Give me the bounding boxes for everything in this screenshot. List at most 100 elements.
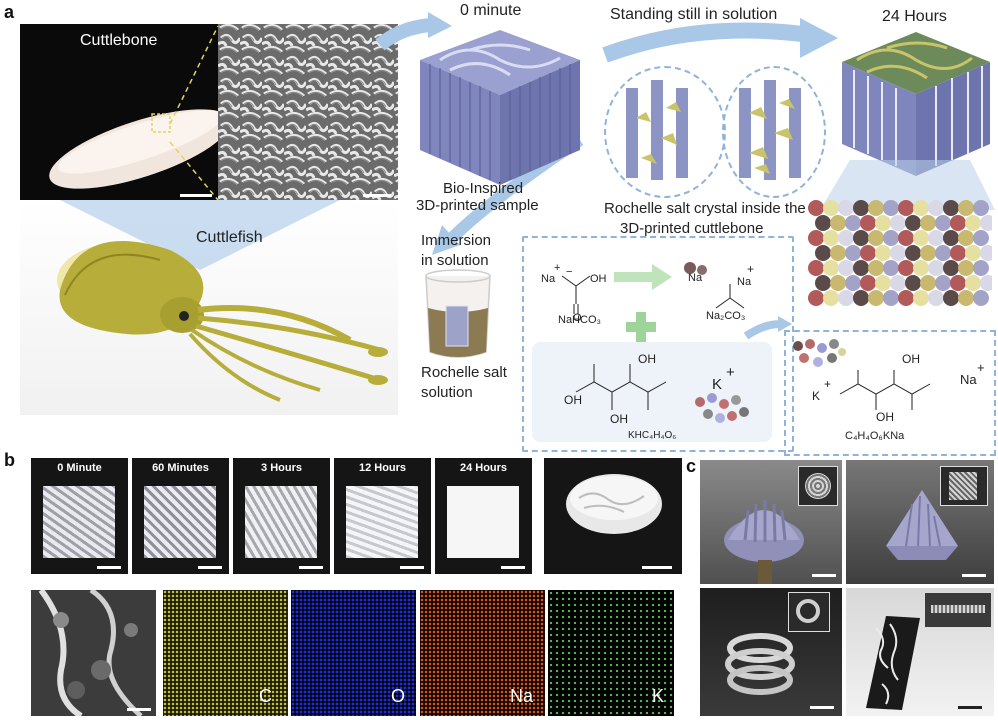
khc4h4o6-formula: KHC₄H₄O₆: [628, 430, 677, 441]
lattice-atom: [965, 245, 981, 261]
lattice-atom: [913, 230, 929, 246]
hours-24-label: 24 Hours: [882, 8, 947, 25]
lattice-atom: [973, 200, 989, 216]
lattice-atom: [875, 215, 891, 231]
lattice-atom: [838, 230, 854, 246]
zoom-projection: [820, 160, 995, 210]
lattice-atom: [958, 290, 974, 306]
lattice-atom: [913, 290, 929, 306]
lattice-atom: [823, 200, 839, 216]
lattice-atom: [965, 275, 981, 291]
lattice-atom: [890, 215, 906, 231]
scale-bar: [299, 566, 323, 569]
reaction-lower-panel: [532, 342, 772, 442]
lattice-atom: [823, 230, 839, 246]
sheet-print-photo: [846, 588, 994, 716]
product-k-plus: +: [824, 377, 832, 391]
eds-map-k: K: [548, 590, 674, 716]
lattice-atom: [950, 275, 966, 291]
lattice-atom: [845, 275, 861, 291]
lattice-atom: [823, 260, 839, 276]
lattice-atom: [913, 260, 929, 276]
eds-label: O: [391, 686, 406, 706]
sample-square: [245, 486, 317, 558]
spiral-print-photo: [700, 588, 842, 716]
crystal-zoom-circle-1: [604, 66, 726, 198]
lattice-atom: [935, 215, 951, 231]
khc4h4o6-structure: [575, 364, 667, 410]
panel-a-letter: a: [4, 2, 15, 22]
zoom-connector-lines: [169, 25, 219, 201]
na2co3-formula: Na₂CO₃: [706, 310, 746, 322]
lattice-atom: [815, 245, 831, 261]
dome-print-photo: [700, 460, 842, 584]
lattice-atom: [845, 215, 861, 231]
lattice-atom: [935, 245, 951, 261]
lattice-atom: [830, 245, 846, 261]
product-structure: [839, 370, 931, 410]
immersion-label-1: Immersion: [421, 232, 492, 249]
eds-sem-tile: [31, 590, 156, 716]
product-na: Na: [960, 372, 977, 387]
nahco3-o-minus: −: [566, 266, 573, 278]
timelapse-label: 0 Minute: [57, 462, 102, 474]
lattice-atom: [868, 290, 884, 306]
immersion-label-2: in solution: [421, 252, 489, 269]
lattice-atom: [883, 230, 899, 246]
lattice-atom: [958, 260, 974, 276]
rochelle-solution-label-1: Rochelle salt: [421, 364, 507, 381]
eds-label: Na: [510, 686, 534, 706]
product-molecule-model: [793, 339, 846, 367]
lattice-atom: [808, 260, 824, 276]
lattice-atom: [943, 200, 959, 216]
product-box: [784, 330, 996, 456]
beaker-icon: [425, 269, 491, 358]
lattice-atom: [808, 290, 824, 306]
lattice-atom: [808, 200, 824, 216]
product-k: K: [812, 389, 821, 403]
lattice-atom: [898, 290, 914, 306]
lattice-atom: [860, 215, 876, 231]
lattice-atom: [928, 200, 944, 216]
timelapse-tile-3: 12 Hours: [334, 458, 431, 574]
scale-bar: [180, 194, 212, 197]
khc4h4o6-k-plus: +: [726, 364, 735, 381]
dome-inset: [798, 466, 838, 506]
reaction-box: [522, 236, 794, 452]
lattice-atom: [898, 230, 914, 246]
green-plus-icon: [626, 312, 656, 342]
lattice-atom: [920, 275, 936, 291]
scale-bar: [642, 566, 672, 569]
lattice-atom: [928, 260, 944, 276]
product-oh-bottom: OH: [876, 410, 894, 424]
lattice-atom: [928, 290, 944, 306]
pyramid-inset: [940, 466, 988, 506]
lattice-atom: [943, 290, 959, 306]
lattice-atom: [853, 200, 869, 216]
nahco3-oh: OH: [590, 273, 607, 285]
lattice-atom: [905, 275, 921, 291]
na2co3-structure: [684, 262, 745, 309]
cuttlebone-label: Cuttlebone: [80, 32, 158, 49]
lattice-atom: [898, 260, 914, 276]
lattice-atom: [830, 275, 846, 291]
lattice-atom: [823, 290, 839, 306]
lattice-atom: [943, 260, 959, 276]
lattice-atom: [965, 215, 981, 231]
sample-square: [144, 486, 216, 558]
lattice-atom: [935, 275, 951, 291]
timelapse-tile-0: 0 Minute: [31, 458, 128, 574]
scale-bar: [198, 566, 222, 569]
na2co3-plus: +: [747, 262, 755, 276]
lattice-atom: [928, 230, 944, 246]
timelapse-label: 24 Hours: [459, 462, 508, 474]
lattice-atom: [875, 275, 891, 291]
lattice-atom: [920, 215, 936, 231]
printed-sample-cube: [420, 30, 580, 185]
pyramid-print-photo: [846, 460, 994, 584]
scale-bar: [958, 706, 982, 709]
lattice-atom: [838, 260, 854, 276]
sem-microstructure-image: [218, 24, 398, 200]
eds-map-o: O: [291, 590, 416, 716]
scale-bar: [400, 566, 424, 569]
